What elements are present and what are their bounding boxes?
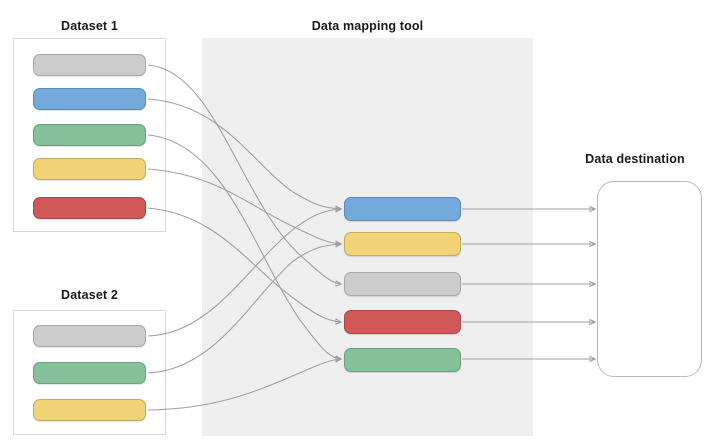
dataset-1-field-red[interactable] xyxy=(33,197,146,219)
data-destination-title: Data destination xyxy=(585,152,685,166)
dataset-2-field-green[interactable] xyxy=(33,362,146,384)
mapping-tool-field-blue[interactable] xyxy=(344,197,461,221)
mapping-tool-field-yellow[interactable] xyxy=(344,232,461,256)
dataset-2-field-yellow[interactable] xyxy=(33,399,146,421)
data-mapping-tool-title: Data mapping tool xyxy=(311,19,424,33)
dataset-2-title: Dataset 2 xyxy=(61,288,118,302)
dataset-1-field-gray[interactable] xyxy=(33,54,146,76)
dataset-1-field-blue[interactable] xyxy=(33,88,146,110)
mapping-tool-field-green[interactable] xyxy=(344,348,461,372)
dataset-2-field-gray[interactable] xyxy=(33,325,146,347)
dataset-1-field-green[interactable] xyxy=(33,124,146,146)
data-destination-box[interactable] xyxy=(597,181,702,377)
dataset-1-title: Dataset 1 xyxy=(61,19,118,33)
dataset-1-field-yellow[interactable] xyxy=(33,158,146,180)
mapping-tool-field-red[interactable] xyxy=(344,310,461,334)
mapping-tool-field-gray[interactable] xyxy=(344,272,461,296)
